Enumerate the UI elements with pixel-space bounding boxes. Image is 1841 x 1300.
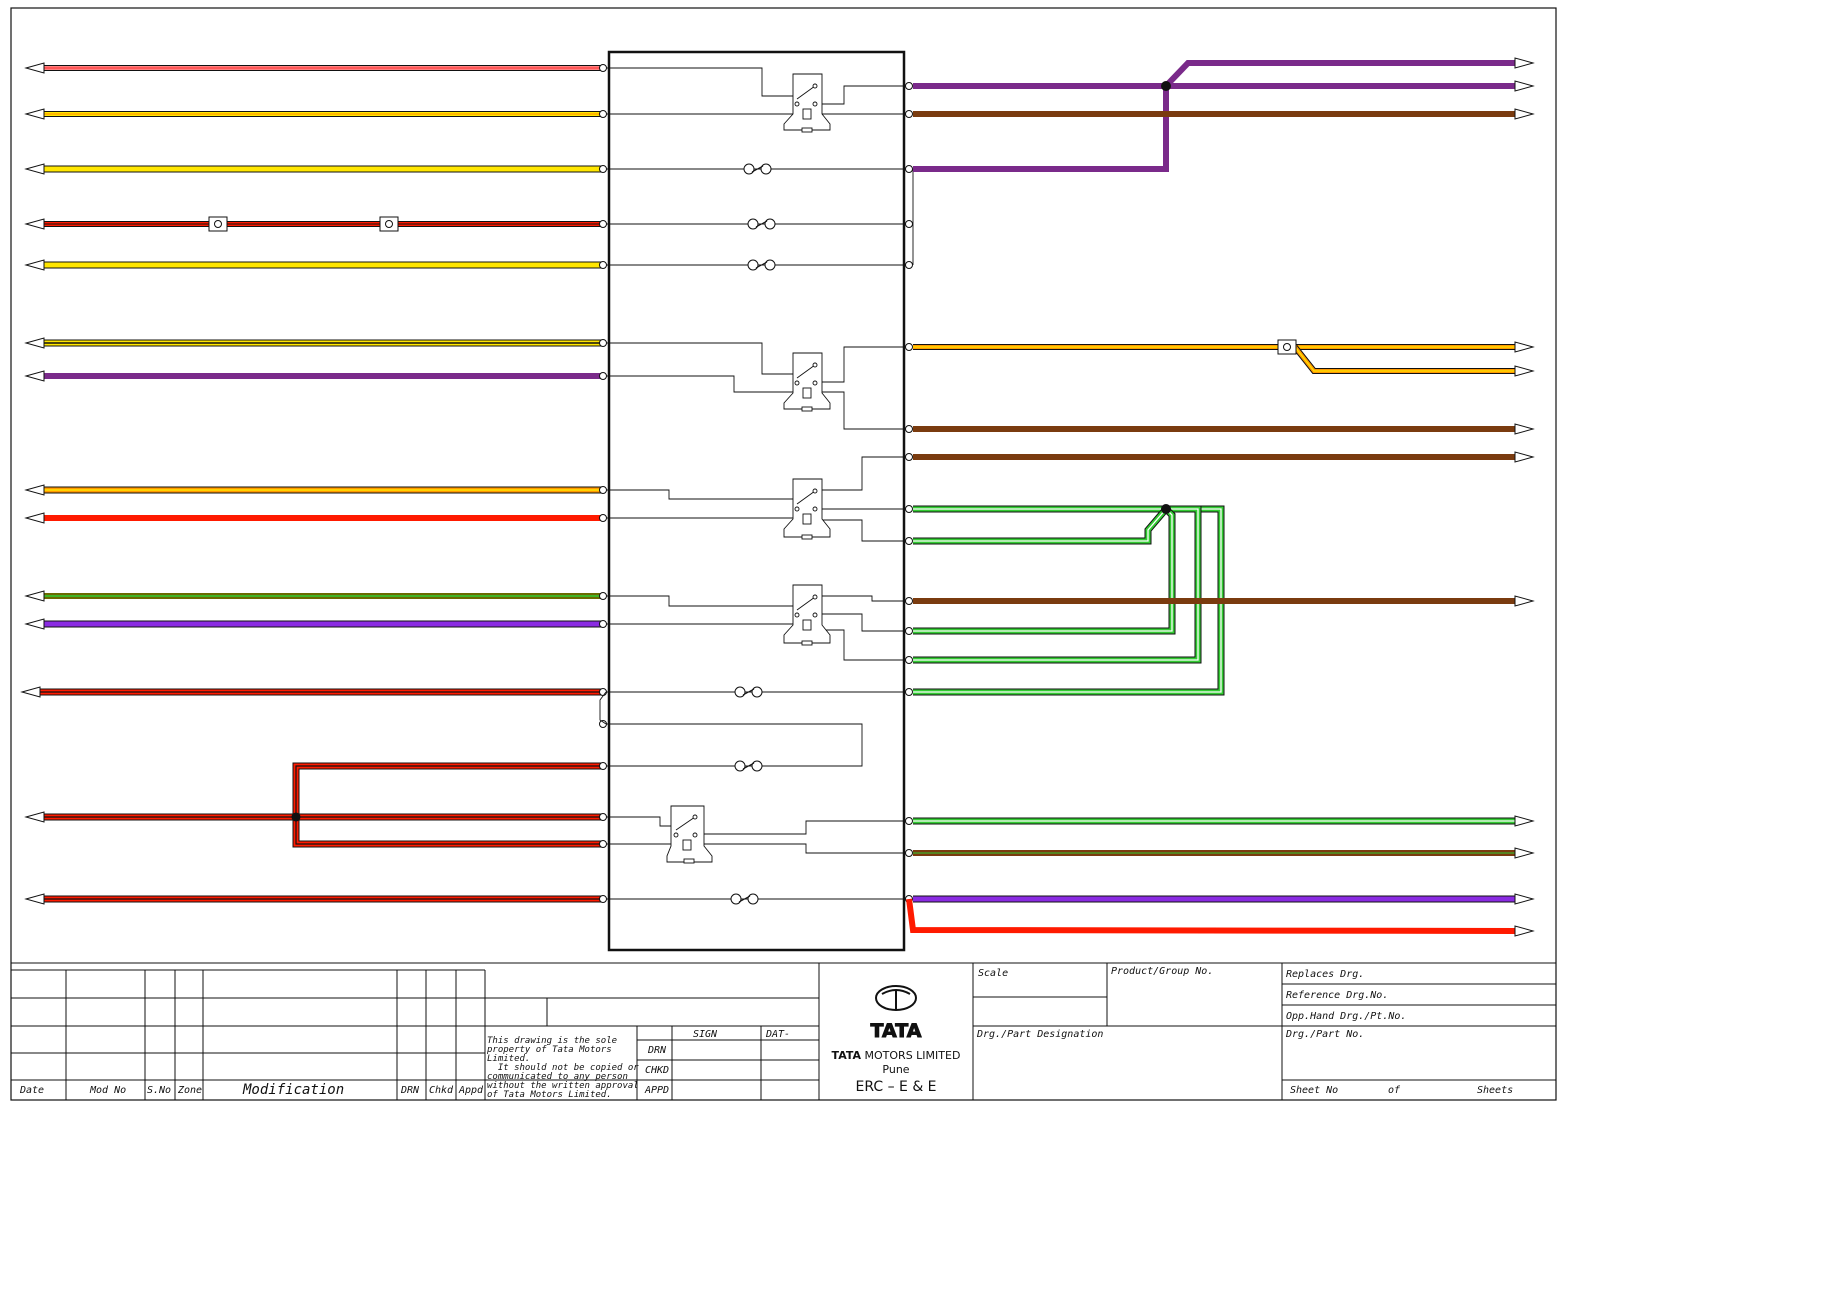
wiring-diagram: Date Mod No S.No Zone Modification DRN C…: [10, 7, 1557, 1101]
fuse-5: [734, 760, 763, 772]
company-brand: TATA: [832, 1049, 862, 1062]
rev-header-s-no: S.No: [147, 1085, 171, 1096]
ownership-line-4: It should not be copied or: [487, 1063, 639, 1073]
sign-header: SIGN: [693, 1029, 718, 1040]
right-pins: [905, 82, 913, 903]
relay-5: [666, 805, 713, 864]
relay-4: [783, 584, 831, 646]
opp-hand-label: Opp.Hand Drg./Pt.No.: [1286, 1011, 1406, 1022]
drawing-border: [10, 7, 1557, 1101]
left-wire-group: [36, 65, 603, 903]
fuse-1: [743, 163, 772, 175]
right-arrowheads: [1514, 57, 1535, 937]
title-block: [11, 962, 1556, 1100]
module-box: [607, 50, 906, 952]
right-wire-group: [906, 60, 1516, 934]
company-rest: MOTORS LIMITED: [865, 1049, 961, 1062]
rev-header-modification: Modification: [242, 1082, 344, 1098]
ownership-line-6: without the written approval: [487, 1081, 639, 1091]
ownership-line-1: This drawing is the sole: [487, 1036, 617, 1046]
part-no-label: Drg./Part No.: [1285, 1029, 1364, 1040]
date-header: DAT-: [765, 1029, 790, 1040]
splice-dot: [291, 812, 301, 822]
fuse-2: [747, 218, 776, 230]
inline-connector: [1277, 339, 1297, 355]
rev-header-date: Date: [19, 1085, 44, 1096]
left-pins: [599, 64, 607, 903]
rev-header-appd: Appd: [458, 1085, 484, 1096]
designation-label: Drg./Part Designation: [976, 1029, 1103, 1040]
left-arrowheads: [20, 62, 45, 905]
sheets-label: Sheets: [1477, 1085, 1513, 1096]
ownership-line-7: of Tata Motors Limited.: [487, 1090, 612, 1100]
relay-2: [783, 352, 831, 412]
ownership-line-3: Limited.: [487, 1054, 530, 1064]
scale-label: Scale: [978, 968, 1008, 979]
rev-header-drn: DRN: [400, 1085, 420, 1096]
internal-wiring: [599, 67, 914, 900]
right-wire-orange: [913, 339, 1515, 374]
relay-3: [783, 478, 831, 540]
tata-logo-icon: [875, 985, 917, 1011]
fuse-6: [730, 893, 759, 905]
rev-header-chkd: Chkd: [429, 1085, 454, 1096]
sheet-no-label: Sheet No: [1290, 1085, 1338, 1096]
splice-dot: [1161, 81, 1171, 91]
rev-header-zone: Zone: [177, 1085, 202, 1096]
inline-connector: [208, 216, 228, 232]
company-name: TATA MOTORS LIMITED: [832, 1049, 961, 1062]
product-group-label: Product/Group No.: [1111, 966, 1213, 977]
approval-appd: APPD: [644, 1085, 669, 1096]
inline-connector: [379, 216, 399, 232]
logo-wordmark: TATA: [871, 1020, 922, 1042]
ownership-line-5: communicated to any person: [487, 1072, 628, 1082]
relay-1: [783, 73, 831, 133]
company-city: Pune: [882, 1063, 909, 1076]
approval-drn: DRN: [647, 1045, 667, 1056]
splice-dot: [1161, 504, 1171, 514]
right-wire-red: [906, 898, 1516, 934]
left-wire-branch: [291, 762, 603, 848]
reference-label: Reference Drg.No.: [1286, 990, 1388, 1001]
of-label: of: [1388, 1085, 1401, 1096]
approval-chkd: CHKD: [645, 1065, 669, 1076]
department: ERC – E & E: [855, 1079, 936, 1095]
ownership-line-2: property of Tata Motors: [486, 1045, 612, 1055]
replaces-label: Replaces Drg.: [1286, 969, 1364, 980]
fuse-3: [747, 259, 776, 271]
fuse-4: [734, 686, 763, 698]
rev-header-mod-no: Mod No: [89, 1085, 126, 1096]
